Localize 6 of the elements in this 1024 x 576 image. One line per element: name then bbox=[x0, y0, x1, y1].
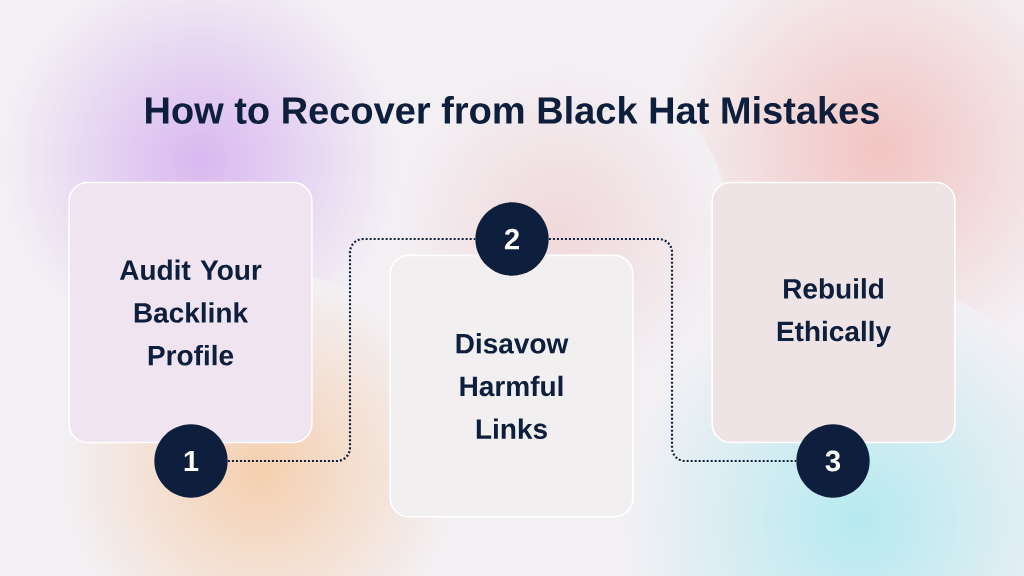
dotted-connector bbox=[548, 237, 797, 463]
title: How to Recover from Black Hat Mistakes bbox=[146, 96, 879, 124]
dotted-connector bbox=[227, 237, 476, 463]
step-card: Rebuild Ethically bbox=[711, 181, 956, 444]
step-card: Disavow Harmful Links bbox=[389, 254, 634, 518]
step-card: Audit Your Backlink Profile bbox=[68, 181, 313, 444]
